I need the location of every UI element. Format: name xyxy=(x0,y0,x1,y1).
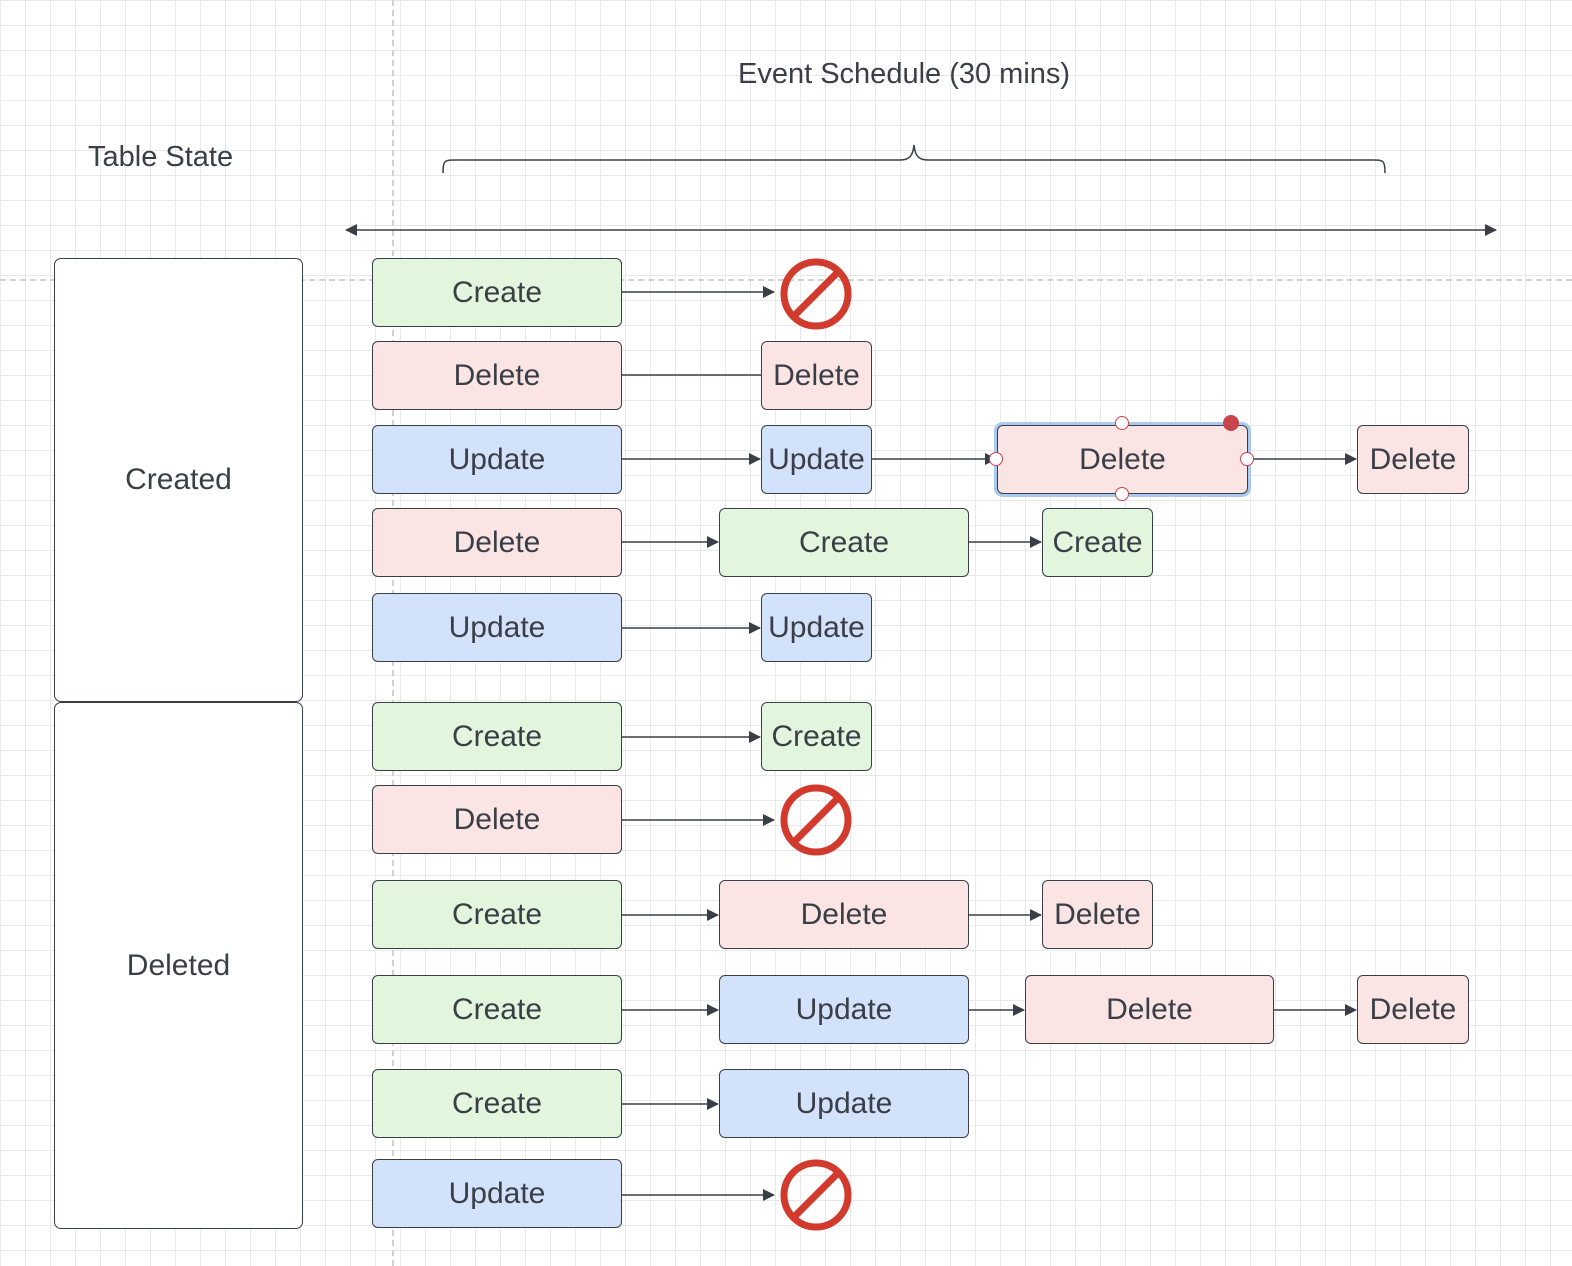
update-node[interactable]: Update xyxy=(372,1159,622,1228)
delete-node[interactable]: Delete xyxy=(1042,880,1153,949)
state-created-label: Created xyxy=(125,463,232,496)
table-state-title: Table State xyxy=(88,141,234,173)
create-node[interactable]: Create xyxy=(1042,508,1153,577)
update-node[interactable]: Update xyxy=(372,425,622,494)
create-node[interactable]: Create xyxy=(372,975,622,1044)
update-node[interactable]: Update xyxy=(719,1069,969,1138)
schedule-brace xyxy=(442,144,1386,174)
rotate-handle[interactable] xyxy=(1223,415,1239,431)
delete-node[interactable]: Delete xyxy=(1357,425,1469,494)
connection-handle[interactable] xyxy=(1115,416,1129,430)
update-node[interactable]: Update xyxy=(719,975,969,1044)
delete-node[interactable]: Delete xyxy=(372,785,622,854)
update-node[interactable]: Update xyxy=(761,593,872,662)
delete-node[interactable]: Delete xyxy=(1357,975,1469,1044)
delete-node[interactable]: Delete xyxy=(372,341,622,410)
create-node[interactable]: Create xyxy=(719,508,969,577)
no-entry-icon xyxy=(780,258,852,330)
create-node[interactable]: Create xyxy=(372,880,622,949)
delete-node[interactable]: Delete xyxy=(719,880,969,949)
connection-handle[interactable] xyxy=(1115,487,1129,501)
delete-node-selected[interactable]: Delete xyxy=(997,425,1248,494)
create-node[interactable]: Create xyxy=(761,702,872,771)
state-created[interactable]: Created xyxy=(54,258,303,702)
create-node[interactable]: Create xyxy=(372,1069,622,1138)
connection-handle[interactable] xyxy=(989,452,1003,466)
state-deleted[interactable]: Deleted xyxy=(54,702,303,1229)
delete-node[interactable]: Delete xyxy=(1025,975,1274,1044)
create-node[interactable]: Create xyxy=(372,702,622,771)
create-node[interactable]: Create xyxy=(372,258,622,327)
connection-handle[interactable] xyxy=(1240,452,1254,466)
update-node[interactable]: Update xyxy=(761,425,872,494)
schedule-title: Event Schedule (30 mins) xyxy=(738,58,1071,90)
delete-node[interactable]: Delete xyxy=(372,508,622,577)
no-entry-icon xyxy=(780,784,852,856)
state-deleted-label: Deleted xyxy=(126,948,231,982)
update-node[interactable]: Update xyxy=(372,593,622,662)
no-entry-icon xyxy=(780,1159,852,1231)
delete-node[interactable]: Delete xyxy=(761,341,872,410)
